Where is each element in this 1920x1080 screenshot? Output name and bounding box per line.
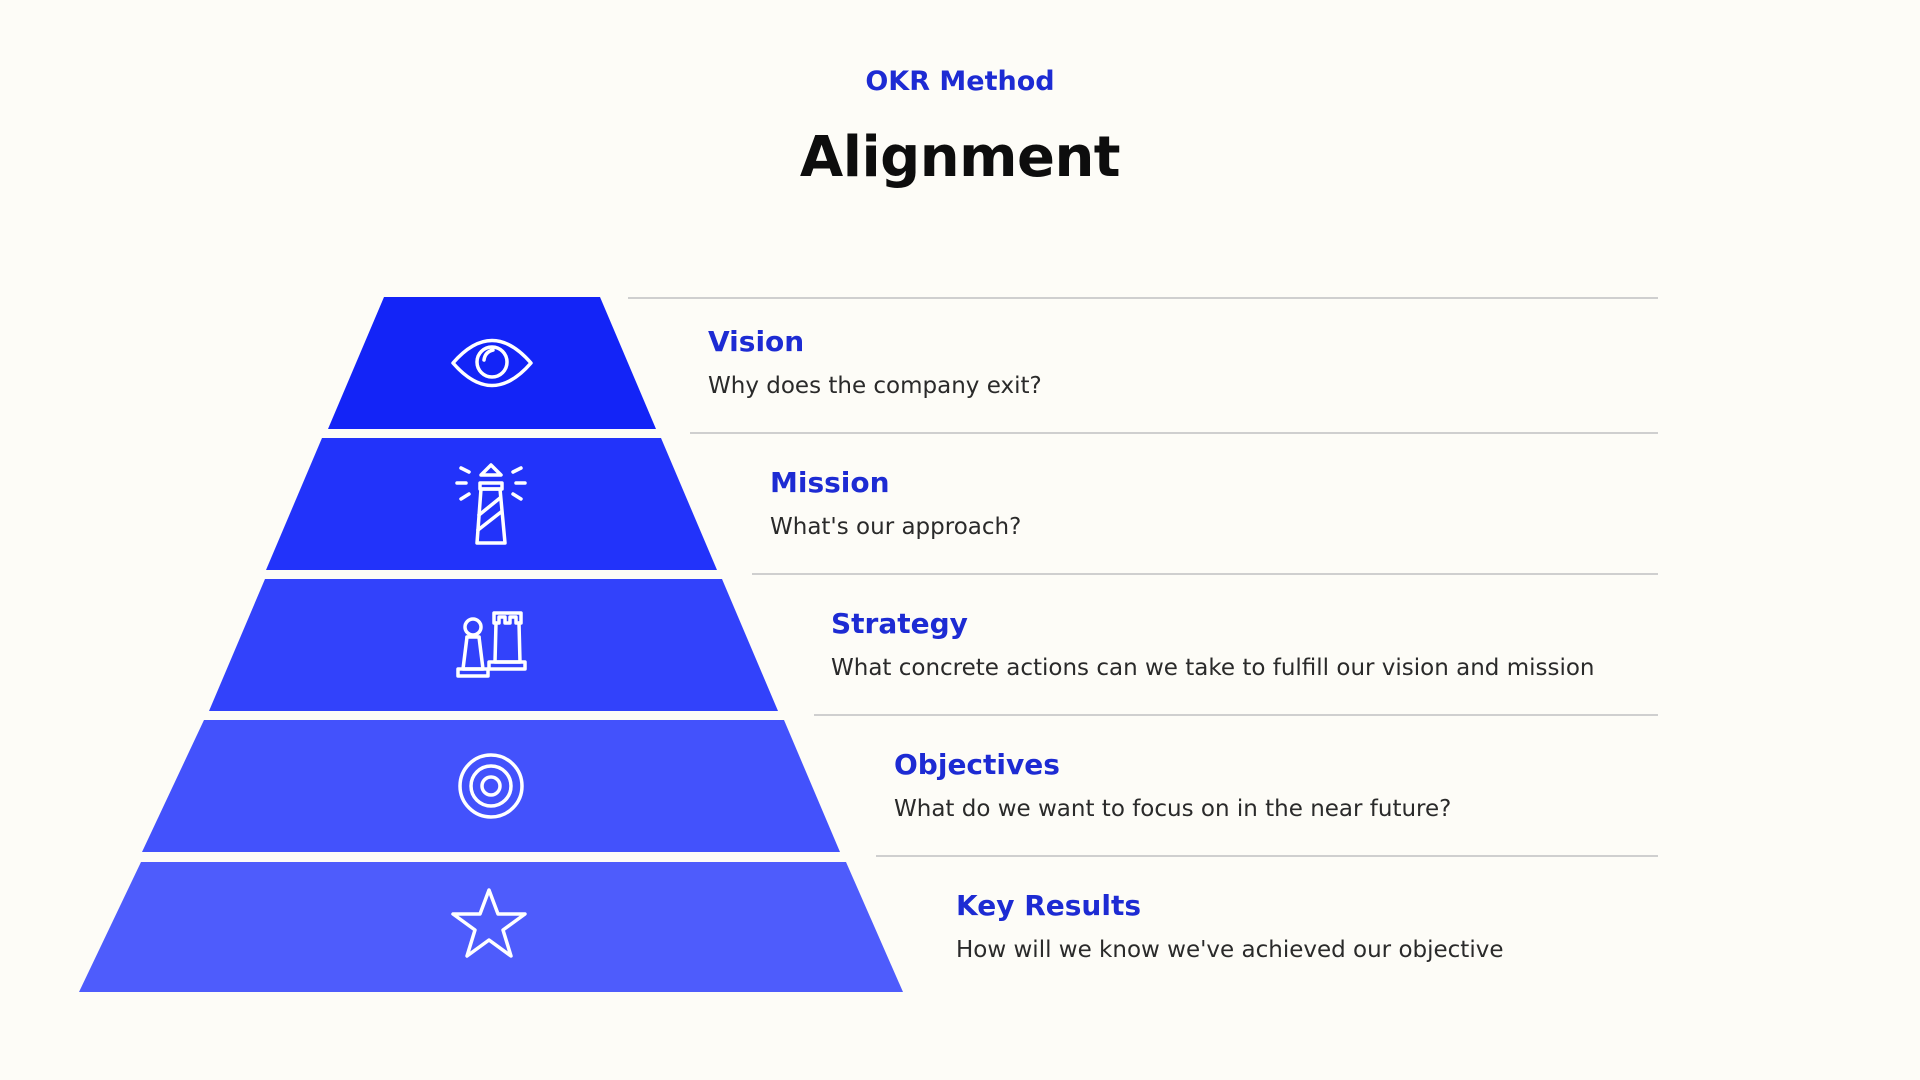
target-icon (458, 753, 524, 819)
lighthouse-icon (455, 463, 527, 545)
tier-shape-vision (328, 297, 656, 429)
page-title: Alignment (799, 125, 1121, 190)
eyebrow-label: OKR Method (865, 66, 1055, 97)
star-icon (451, 888, 527, 958)
level-label-objectives: Objectives (894, 748, 1060, 781)
pyramid-tier-vision (328, 297, 656, 429)
level-label-mission: Mission (770, 466, 890, 499)
divider-line (690, 432, 1658, 434)
level-description-strategy: What concrete actions can we take to ful… (831, 655, 1595, 681)
level-description-mission: What's our approach? (770, 514, 1022, 540)
level-label-vision: Vision (708, 325, 805, 358)
level-label-key-results: Key Results (956, 889, 1141, 922)
eye-icon (451, 338, 533, 388)
level-description-vision: Why does the company exit? (708, 373, 1042, 399)
tier-shape-strategy (209, 579, 778, 711)
pyramid-tier-objectives (142, 720, 840, 852)
chess-pieces-icon (456, 611, 527, 678)
pyramid-tier-key-results (79, 862, 903, 992)
divider-line (628, 297, 1658, 299)
level-label-strategy: Strategy (831, 607, 968, 640)
pyramid-tier-strategy (209, 579, 778, 711)
divider-line (814, 714, 1658, 716)
tier-shape-objectives (142, 720, 840, 852)
tier-shape-key-results (79, 862, 903, 992)
pyramid-tier-mission (266, 438, 717, 570)
divider-line (876, 855, 1658, 857)
divider-line (752, 573, 1658, 575)
level-description-key-results: How will we know we've achieved our obje… (956, 937, 1504, 963)
level-description-objectives: What do we want to focus on in the near … (894, 796, 1452, 822)
